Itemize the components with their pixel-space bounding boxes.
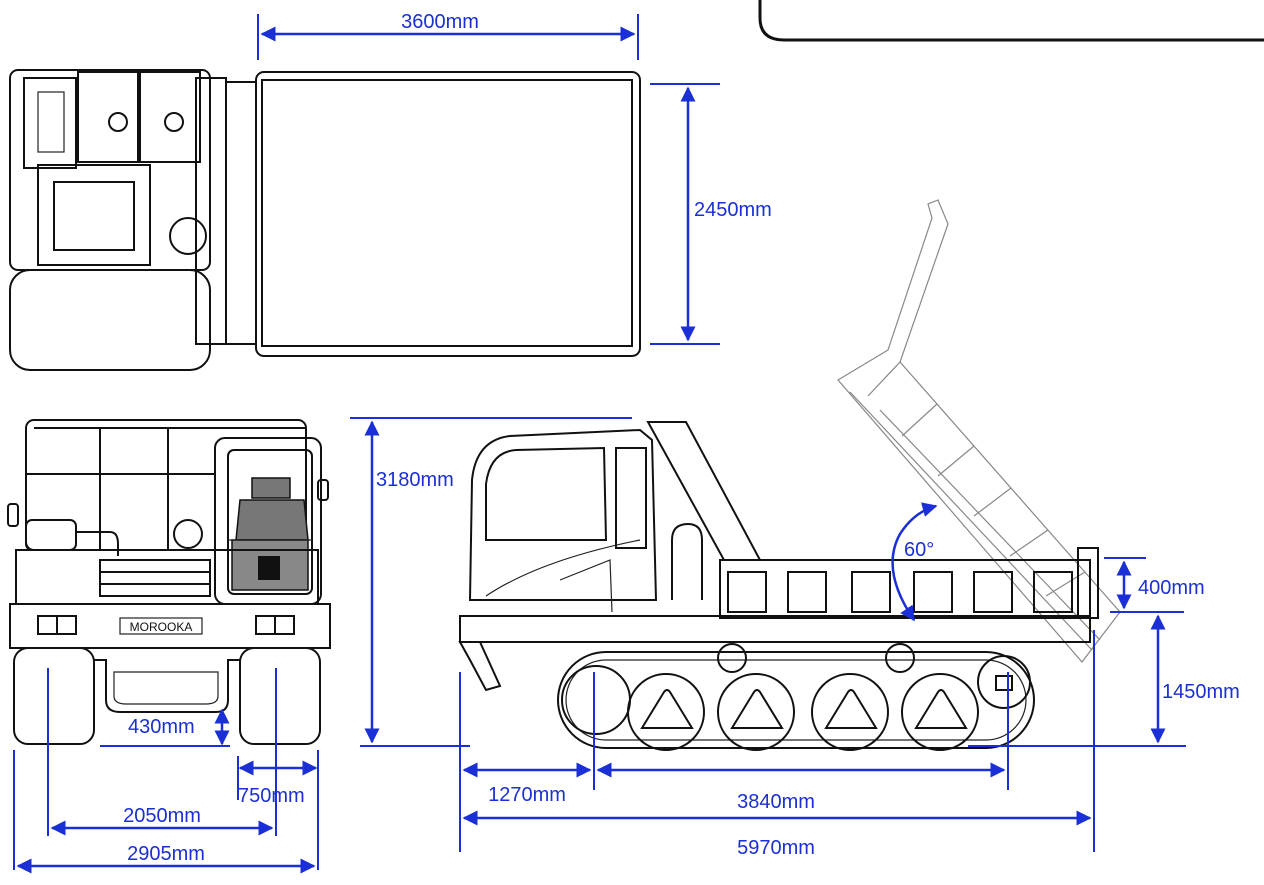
label-deck-length: 3600mm	[401, 11, 479, 33]
side-cab-window	[485, 446, 608, 541]
top-cap-right	[164, 112, 184, 132]
front-track-right	[239, 647, 321, 745]
top-view	[9, 69, 641, 371]
front-mirror-left	[7, 503, 19, 527]
label-overall-length: 5970mm	[737, 837, 815, 859]
front-track-left	[13, 647, 95, 745]
dim-track-gauge: 2050mm	[47, 668, 277, 836]
label-track-width: 750mm	[238, 785, 305, 807]
label-track-length: 3840mm	[737, 791, 815, 813]
top-panel-mid	[77, 71, 139, 163]
side-sprocket	[561, 665, 631, 735]
side-cab	[468, 428, 658, 601]
dim-deck-length: 3600mm	[257, 11, 639, 60]
front-seat-headrest	[251, 477, 291, 499]
dim-overall-width: 2905mm	[13, 750, 316, 874]
front-bumper	[9, 603, 331, 649]
badge-text: MOROOKA	[130, 620, 193, 634]
label-front-overhang: 1270mm	[488, 784, 566, 806]
info-panel-corner	[758, 0, 1264, 42]
side-roller-2	[717, 673, 795, 751]
dim-dump-angle: 60°	[891, 502, 938, 622]
label-overall-width: 2905mm	[127, 843, 205, 865]
side-track	[557, 651, 1035, 749]
dim-ground-clearance: 430mm	[100, 708, 230, 747]
dim-front-overhang: 1270mm	[459, 672, 595, 852]
front-underbody	[94, 659, 240, 713]
side-raised-bed-ghost	[837, 199, 1121, 663]
top-deck-inner	[261, 79, 633, 347]
top-panel-left	[23, 77, 77, 169]
dim-overall-height: 3180mm	[350, 417, 632, 747]
side-idler	[977, 655, 1031, 709]
side-roller-3	[811, 673, 889, 751]
dim-overall-length: 5970mm	[462, 630, 1095, 859]
side-headboard	[646, 421, 762, 561]
front-seat-back	[235, 499, 309, 541]
side-roller-4	[901, 673, 979, 751]
dim-bed-side-height: 400mm	[1104, 557, 1205, 613]
label-bed-side-height: 400mm	[1138, 577, 1205, 599]
side-view	[458, 199, 1121, 751]
top-panel-right	[139, 71, 201, 163]
label-track-gauge: 2050mm	[123, 805, 201, 827]
top-tank	[169, 217, 207, 255]
side-roller-1	[627, 673, 705, 751]
top-cab-block	[9, 69, 211, 271]
top-seat-box	[37, 164, 151, 266]
top-cap-left	[108, 112, 128, 132]
front-mirror-right	[317, 479, 329, 501]
dim-bed-floor-height: 1450mm	[968, 614, 1240, 747]
label-dump-angle: 60°	[904, 539, 934, 561]
label-bed-floor-height: 1450mm	[1162, 681, 1240, 703]
side-exhaust	[671, 522, 703, 600]
dim-deck-width: 2450mm	[650, 83, 772, 345]
dim-track-width: 750mm	[237, 750, 319, 870]
label-deck-width: 2450mm	[694, 199, 772, 221]
morooka-badge	[119, 617, 203, 635]
label-ground-clearance: 430mm	[128, 716, 195, 738]
front-tank	[173, 519, 203, 549]
top-front-bumper	[9, 269, 211, 371]
label-overall-height: 3180mm	[376, 469, 454, 491]
dim-track-length: 3840mm	[596, 672, 1009, 813]
top-deck-outline	[255, 71, 641, 357]
side-chassis	[459, 615, 1091, 643]
front-view: MOROOKA	[7, 419, 331, 745]
